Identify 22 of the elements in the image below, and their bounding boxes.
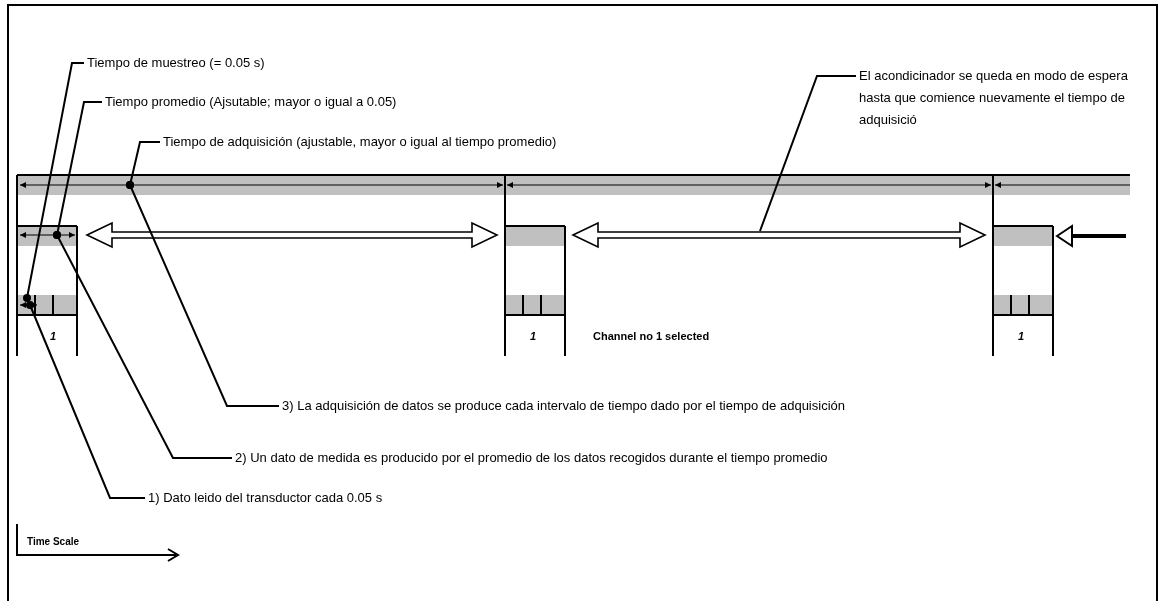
leader-line	[26, 301, 146, 499]
dimension-line	[20, 301, 37, 309]
dimension-line	[86, 222, 498, 248]
callout-text: Tiempo de adquisición (ajustable, mayor o igual al tiempo promedio)	[163, 134, 557, 150]
channel-note: Channel no 1 selected	[593, 331, 710, 342]
callout-text: 1) Dato leido del transductor cada 0.05 s	[148, 490, 383, 506]
callout-text: Tiempo de muestreo (= 0.05 s)	[87, 55, 265, 71]
callout-text: 2) Un dato de medida es producido por el promedio de los datos recogidos durante el tiempo promedio	[235, 450, 828, 466]
leader-line	[759, 75, 857, 232]
dimension-line	[20, 231, 75, 239]
channel-number: 1	[530, 331, 537, 342]
leader-line	[126, 181, 280, 407]
dimension-line	[572, 222, 986, 248]
callout-text: El acondicinador se queda en modo de espera hasta que comience nuevamente el tiempo de adquisició	[859, 65, 1155, 131]
callout-text: Tiempo promedio (Ajsutable; mayor o igual a 0.05)	[105, 94, 397, 110]
leader-line	[53, 231, 233, 459]
channel-number: 1	[1018, 331, 1025, 342]
leader-line	[23, 62, 85, 302]
dimension-line	[20, 181, 503, 189]
axis-label: Time Scale	[27, 537, 80, 547]
channel-number: 1	[50, 331, 57, 342]
callout-text: 3) La adquisición de datos se produce cada intervalo de tiempo dado por el tiempo de adquisición	[282, 398, 845, 414]
